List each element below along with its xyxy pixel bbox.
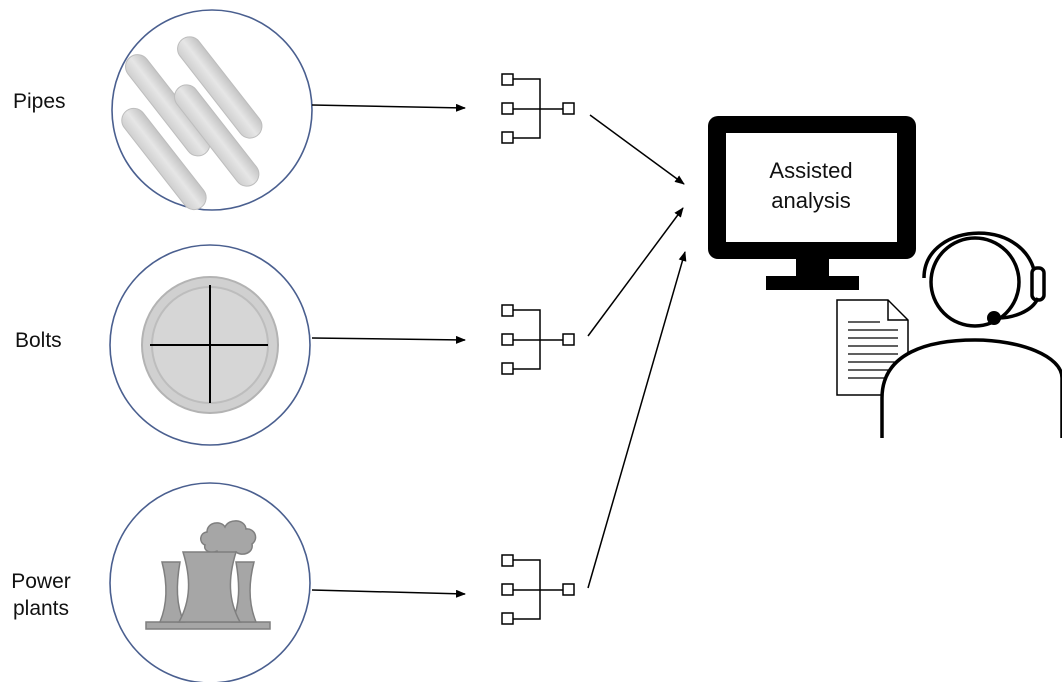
arrow-plants-to-features (311, 589, 466, 598)
power-plants-label-line: Power (11, 570, 71, 593)
arrow-to-analysis (589, 114, 685, 185)
bolts-label: Bolts (15, 329, 62, 352)
power-plants-node (109, 482, 311, 682)
arrow-bolts-to-features (311, 335, 466, 344)
arrow-to-analysis (587, 251, 687, 589)
power-plants-label-line: plants (12, 597, 70, 620)
monitor-icon (708, 116, 916, 290)
monitor-text-line: Assisted (769, 158, 853, 183)
monitor-text-line: analysis (771, 188, 851, 213)
source-arrows (311, 103, 466, 598)
power-plants-label: Power plants (5, 568, 77, 622)
hierarchy-icon (501, 554, 575, 625)
pipes-icon (121, 36, 263, 211)
monitor-screen-text: Assisted analysis (726, 156, 896, 216)
operator-headset-icon (880, 231, 1062, 438)
pipes-label: Pipes (13, 90, 66, 113)
bolt-icon (141, 276, 279, 414)
arrow-to-analysis (587, 207, 684, 337)
arrow-pipes-to-features (311, 103, 466, 112)
pipes-node (111, 9, 313, 211)
power-plant-icon (145, 520, 271, 630)
analysis-arrows (587, 114, 687, 589)
hierarchy-icon (501, 73, 575, 144)
hierarchy-icon (501, 304, 575, 375)
bolts-node (109, 244, 311, 446)
